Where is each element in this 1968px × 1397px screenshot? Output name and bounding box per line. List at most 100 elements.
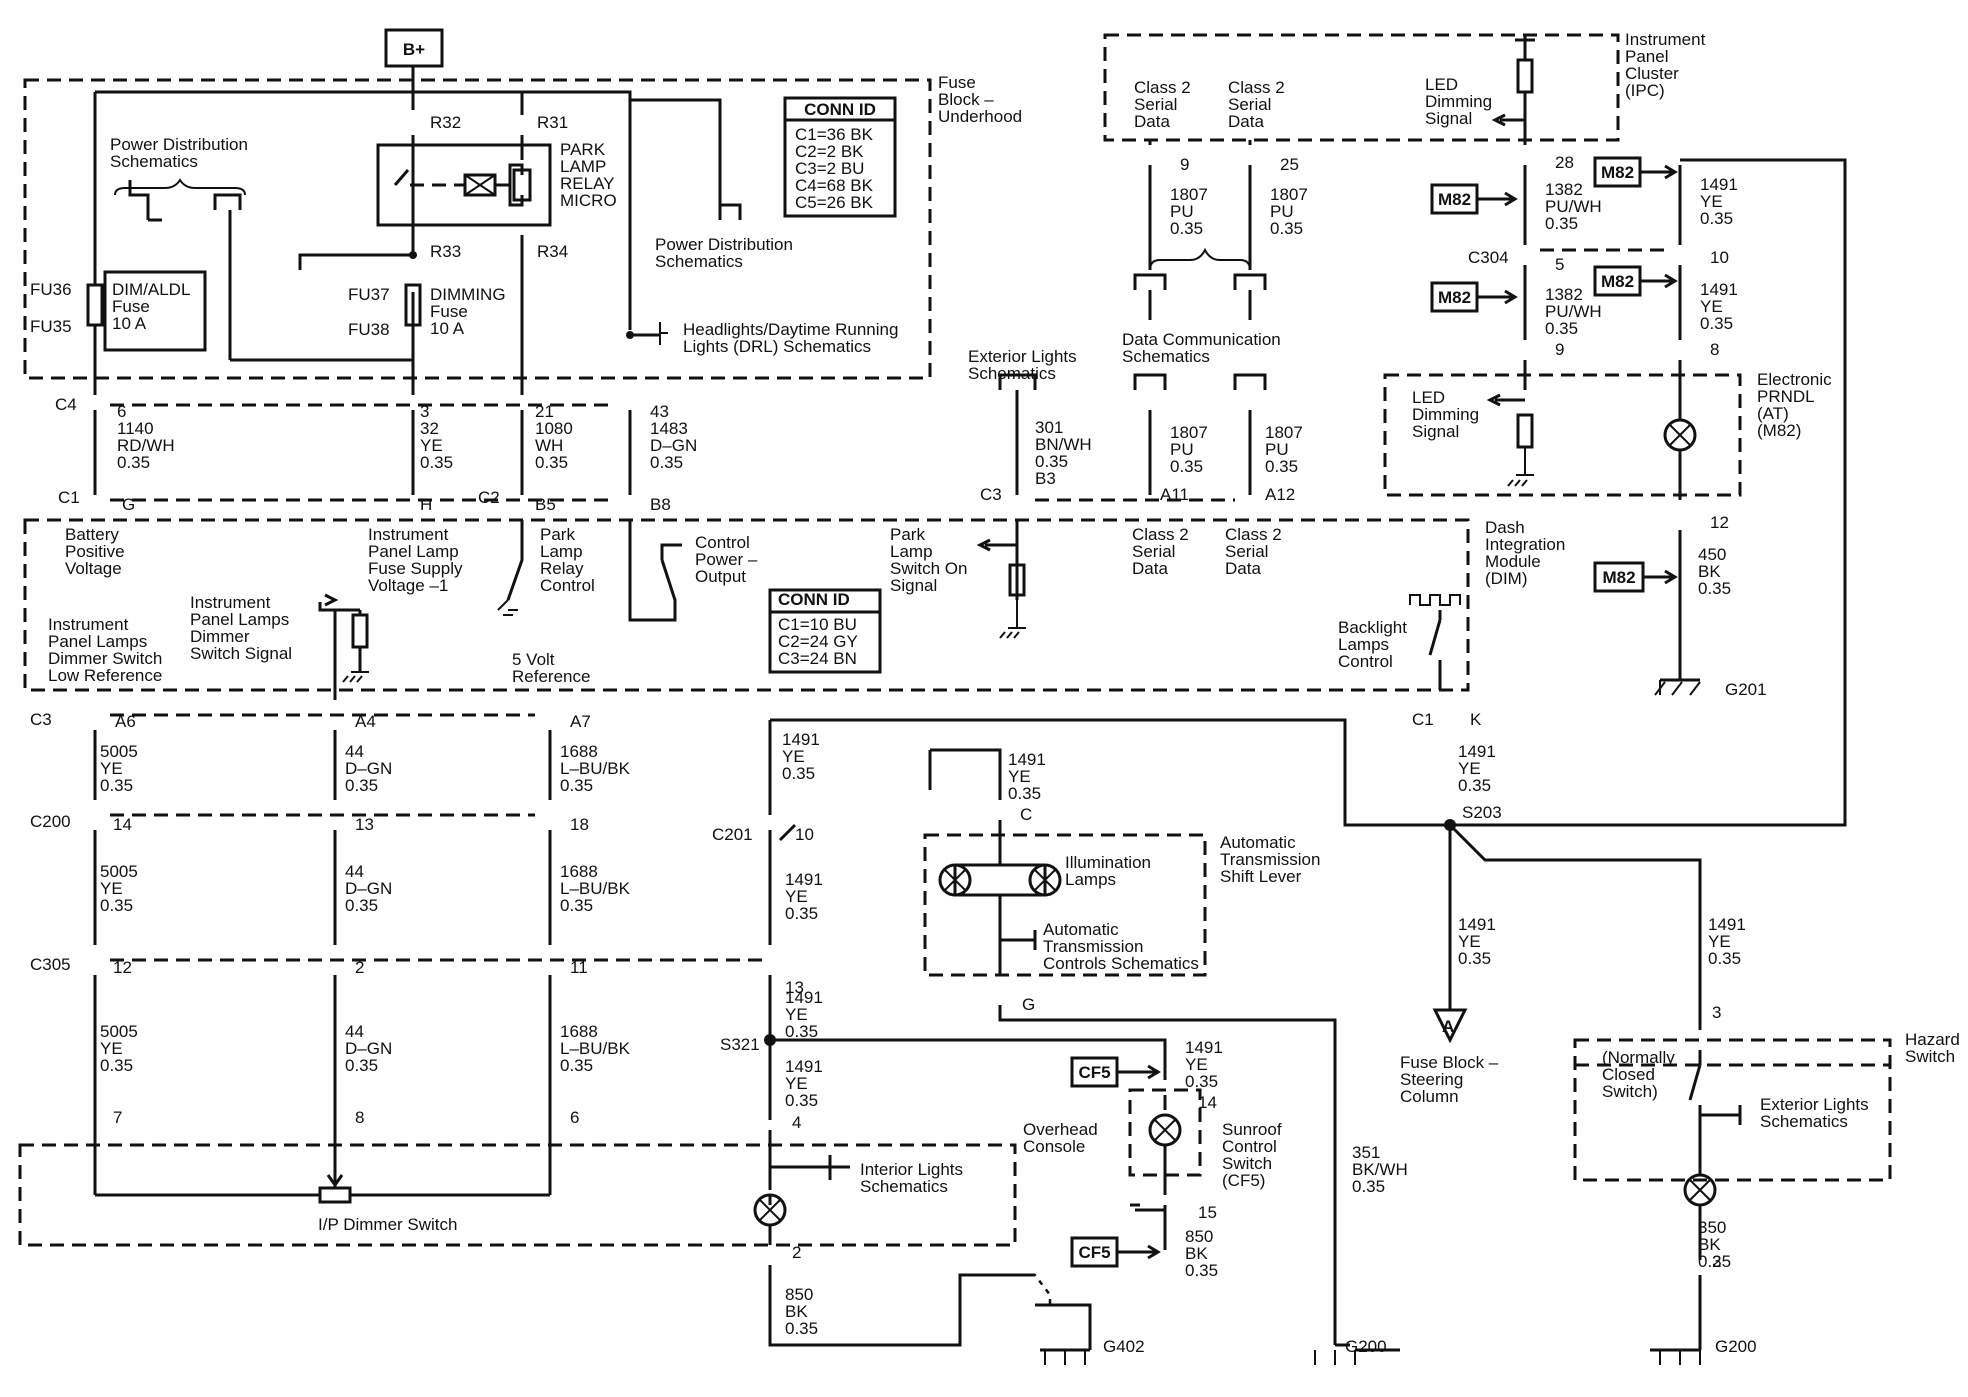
pin-2-label: 2 [355,958,364,977]
pin-8-label: 8 [1710,340,1719,359]
power-b-plus: B+ [403,40,425,59]
pin-18-label: 18 [570,815,589,834]
pin-15-label: 15 [1198,1203,1217,1222]
cf5-1: CF5 [1078,1063,1110,1082]
pin-top-1: G [122,495,135,514]
m82-5: M82 [1602,568,1635,587]
c3-label-dim: C3 [980,485,1002,504]
pin-13b-label: 13 [785,978,804,997]
m82-3: M82 [1438,288,1471,307]
m82-2: M82 [1601,163,1634,182]
conn-id-title-dim: CONN ID [778,590,850,609]
pin-2c-label: 2 [1712,1252,1721,1271]
m82-2-arrow [1640,164,1678,180]
r32-label: R32 [430,113,461,132]
conn-id-title-fuse: CONN ID [804,100,876,119]
pin-6-label: 6 [570,1108,579,1127]
m82-4-arrow [1640,273,1678,289]
ip-dimmer-switch-label: I/P Dimmer Switch [318,1215,458,1234]
c4-label: C4 [55,395,77,414]
pin-2b-label: 2 [792,1243,801,1262]
fu37-label: FU37 [348,285,390,304]
pin-top-2: H [420,495,432,514]
pin-9-label: 9 [1180,155,1189,174]
s321-label: S321 [720,1035,760,1054]
pin-4-label: 4 [792,1113,801,1132]
g200-b-label: G200 [1715,1337,1757,1356]
cf5-2: CF5 [1078,1243,1110,1262]
pin-7-label: 7 [113,1108,122,1127]
fu36-label: FU36 [30,280,72,299]
fuse-a-label: A [1442,1017,1454,1036]
pin-12b-label: 12 [113,958,132,977]
c3-label-lower: C3 [30,710,52,729]
c2-label: C2 [478,488,500,507]
pin-28-label: 28 [1555,153,1574,172]
pin-9b-label: 9 [1555,340,1564,359]
fu35-label: FU35 [30,317,72,336]
cf5-2-arrow [1117,1244,1161,1260]
pin-top-3: B5 [535,495,556,514]
pin-14b-label: 14 [1198,1093,1217,1112]
c201-label: C201 [712,825,753,844]
pin-11-label: 11 [570,958,588,977]
pin-3-label: 3 [1712,1003,1721,1022]
m82-4: M82 [1601,272,1634,291]
g201-label: G201 [1725,680,1767,699]
pin-5-label: 5 [1555,255,1564,274]
fu38-label: FU38 [348,320,390,339]
pin-14-label: 14 [113,815,132,834]
c1-label-fuse: C1 [58,488,80,507]
r31-label: R31 [537,113,568,132]
g200-a-label: G200 [1345,1337,1387,1356]
